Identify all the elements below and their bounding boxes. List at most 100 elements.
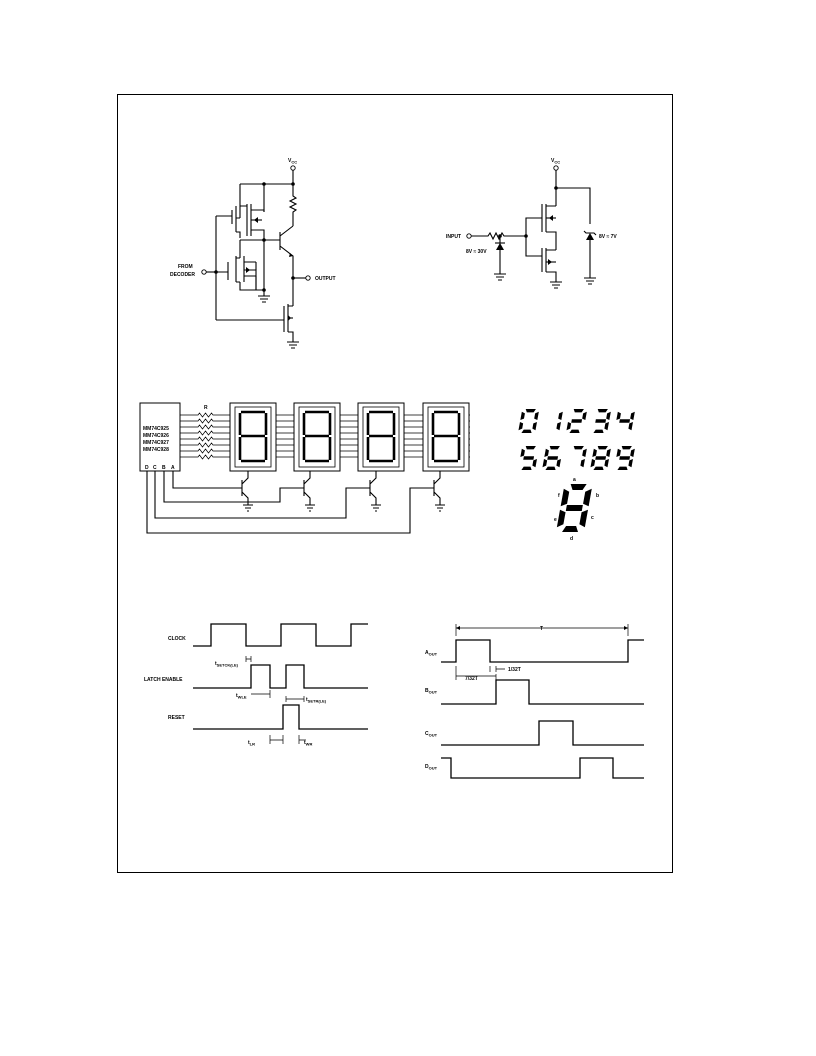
- bus-line: [180, 436, 470, 442]
- ground: [435, 504, 445, 512]
- driver-circuit: VCC FROM DECODER: [170, 158, 336, 349]
- legend-segment: [556, 509, 566, 528]
- segment-letter: a: [573, 477, 576, 483]
- digit-segment: [525, 409, 536, 413]
- pin-label: B: [162, 465, 166, 471]
- pin-label: D: [145, 465, 149, 471]
- digit-segment: [532, 422, 537, 431]
- digit-segment: [542, 459, 548, 468]
- digit-segment: [619, 419, 631, 423]
- d-out-label: DOUT: [425, 764, 438, 771]
- bus-line: [180, 442, 470, 448]
- vcc-label-right: VCC: [551, 158, 560, 165]
- digit-segment: [525, 446, 536, 450]
- figure-frame: [117, 94, 673, 873]
- output-label: OUTPUT: [315, 276, 336, 282]
- bus-line: [180, 430, 470, 436]
- digit-select-wire: [172, 471, 242, 489]
- driver-transistor: [369, 471, 377, 505]
- legend-segment: [579, 509, 588, 528]
- driver-transistor: [241, 471, 249, 505]
- period-label: T: [540, 626, 543, 632]
- legend-segment: [562, 526, 578, 532]
- zener-right-label: 8V ≈ 7V: [599, 234, 617, 240]
- digit-segment: [593, 466, 604, 470]
- digit-segment: [606, 411, 611, 420]
- t-wr-label: tWR: [304, 740, 312, 747]
- pin-label: A: [171, 465, 175, 471]
- digit-segment: [523, 456, 535, 460]
- bus-line: [180, 418, 470, 424]
- display-inner: [234, 406, 272, 468]
- digit-segment: [582, 448, 587, 457]
- digit-display-samples: [518, 409, 635, 470]
- ic-line: MM74C926: [143, 433, 169, 439]
- clock-label: CLOCK: [168, 636, 186, 642]
- t-setr-label: tSETR(LE): [306, 697, 327, 704]
- digit-segment: [580, 459, 585, 468]
- segment-letter: b: [596, 493, 599, 499]
- digit-segment: [630, 448, 635, 457]
- digit-segment: [521, 466, 532, 470]
- digit-segment: [628, 459, 633, 468]
- t-setck-label: tSETCK(LE): [215, 661, 239, 668]
- ground: [243, 504, 253, 512]
- digit-segment: [569, 429, 580, 433]
- timing-diagram-latch: CLOCK LATCH ENABLE RESET tSETCK(LE) tWLE…: [144, 623, 368, 747]
- digit-segment: [597, 409, 608, 413]
- digit-segment: [604, 459, 609, 468]
- display-inner: [362, 406, 400, 468]
- digit-segment: [520, 448, 525, 457]
- digit-segment: [544, 448, 549, 457]
- digit-segment: [534, 411, 539, 420]
- digit-segment: [619, 456, 631, 460]
- digit-segment: [597, 446, 608, 450]
- bus-line: [180, 454, 470, 460]
- digit-segment: [621, 446, 632, 450]
- input-label-right: INPUT: [446, 234, 461, 240]
- reset-label: RESET: [168, 715, 185, 721]
- d-out-waveform: [441, 757, 644, 779]
- digit-segment: [520, 411, 525, 420]
- digit-segment: [545, 466, 556, 470]
- digit-segment: [573, 409, 584, 413]
- digit-segment: [593, 429, 604, 433]
- digit-segment: [547, 456, 559, 460]
- digit-segment: [592, 448, 597, 457]
- clock-waveform: [193, 623, 368, 647]
- digit-segment: [617, 466, 628, 470]
- t-wle-label: tWLE: [236, 693, 247, 700]
- digit-segment: [558, 411, 563, 420]
- segment-letter: e: [554, 517, 557, 523]
- digit-segment: [556, 459, 561, 468]
- digit-segment: [590, 459, 596, 468]
- ground: [371, 504, 381, 512]
- t2-label: 1/32T: [508, 667, 521, 673]
- digit-segment: [595, 419, 607, 423]
- digit-segment: [606, 448, 611, 457]
- digit-segment: [573, 446, 584, 450]
- t-lr-label: tLR: [248, 740, 255, 747]
- digit-select-wire: [163, 471, 304, 503]
- c-out-waveform: [441, 720, 644, 746]
- vcc-label: VCC: [288, 158, 297, 165]
- vcc-terminal: [290, 165, 296, 171]
- display-inner: [298, 406, 336, 468]
- ic-block: [139, 402, 181, 472]
- digit-segment: [556, 422, 561, 431]
- input-label-decoder: DECODER: [170, 272, 195, 278]
- c-out-label: COUT: [425, 731, 438, 738]
- driver-transistor: [303, 471, 311, 505]
- digit-segment: [566, 422, 572, 431]
- a-out-waveform: [441, 639, 644, 663]
- segment-letter: f: [558, 493, 560, 499]
- digit-segment: [521, 429, 532, 433]
- legend-segment: [583, 488, 592, 507]
- ic-line: MM74C928: [143, 447, 169, 453]
- digit-segment: [549, 446, 560, 450]
- digit-segment: [518, 422, 524, 431]
- driver-transistor: [433, 471, 441, 505]
- zener-left-label: 8V ≈ 30V: [466, 249, 487, 255]
- digit-select-wire: [146, 471, 434, 534]
